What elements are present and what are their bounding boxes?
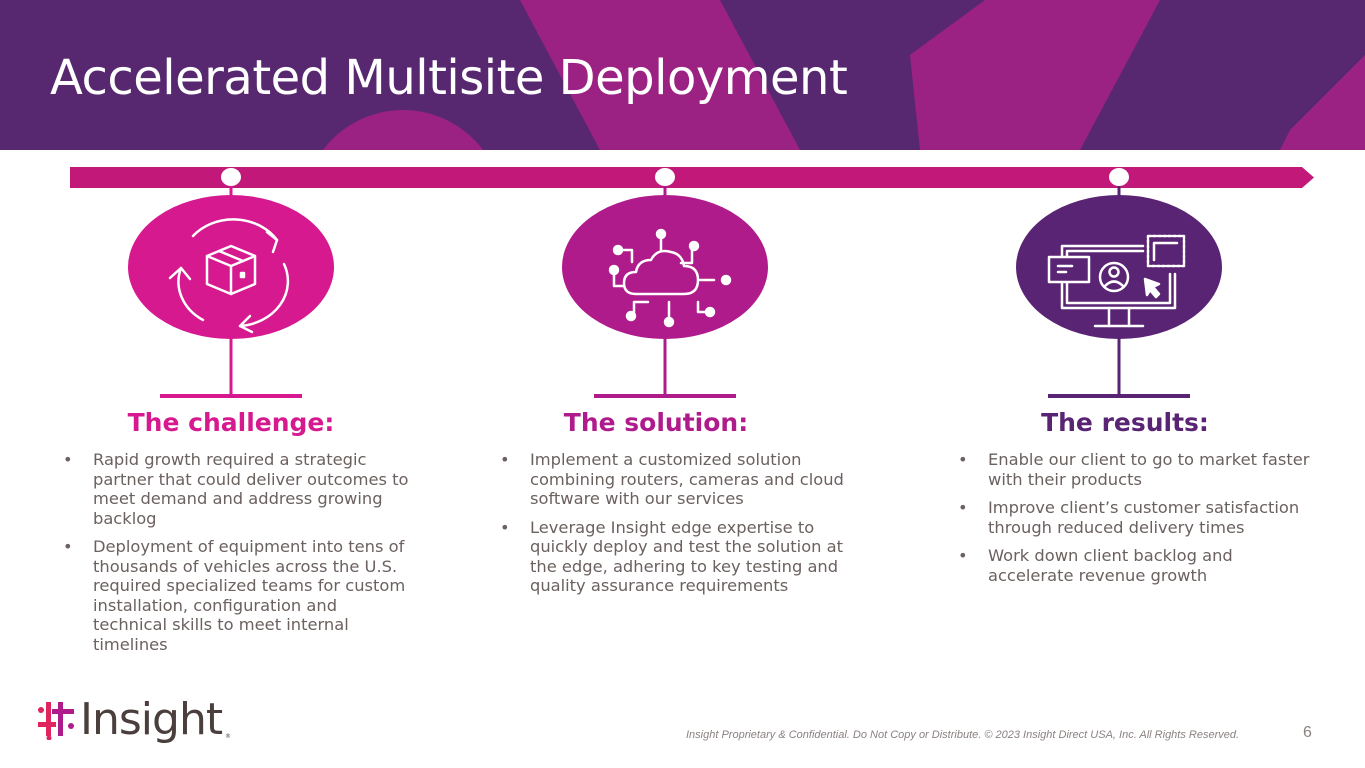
bullet-item: Leverage Insight edge expertise to quick…: [500, 518, 850, 596]
solution-bullets: Implement a customized solution combinin…: [494, 450, 850, 605]
solution-pin: [562, 168, 768, 398]
challenge-bullets: Rapid growth required a strategic partne…: [57, 450, 413, 663]
cloud-network-icon: [608, 228, 732, 328]
bullet-item: Implement a customized solution combinin…: [500, 450, 850, 509]
bullet-item: Work down client backlog and accelerate …: [958, 546, 1318, 585]
results-circle: [1016, 195, 1222, 339]
solution-heading: The solution:: [563, 408, 749, 437]
bullet-item: Improve client’s customer satisfaction t…: [958, 498, 1318, 537]
bullet-item: Deployment of equipment into tens of tho…: [63, 537, 413, 654]
insight-logo-mark-icon: [38, 702, 74, 740]
timeline-arrow: [70, 167, 1314, 188]
results-heading: The results:: [1041, 408, 1209, 437]
solution-circle: [562, 195, 768, 339]
decor-band-2: [910, 0, 1160, 150]
challenge-pin: [128, 168, 334, 398]
header-banner: Accelerated Multisite Deployment: [0, 0, 1365, 150]
footer-confidential: Insight Proprietary & Confidential. Do N…: [686, 729, 1240, 741]
registered-mark: ®: [225, 733, 231, 740]
decor-band-3: [1280, 55, 1365, 150]
challenge-heading: The challenge:: [127, 408, 335, 437]
decor-circle: [323, 110, 483, 150]
header-decoration: [323, 0, 1365, 150]
results-pin: [1016, 168, 1222, 398]
slide-title: Accelerated Multisite Deployment: [50, 50, 848, 106]
insight-logo-text: Insight: [80, 694, 223, 745]
monitor-user-icon: [1047, 234, 1186, 328]
bullet-item: Enable our client to go to market faster…: [958, 450, 1318, 489]
decor-band-1: [520, 0, 800, 150]
results-bullets: Enable our client to go to market faster…: [952, 450, 1318, 594]
box-cycle-icon: [168, 218, 290, 334]
bullet-item: Rapid growth required a strategic partne…: [63, 450, 413, 528]
page-number: 6: [1303, 724, 1312, 741]
